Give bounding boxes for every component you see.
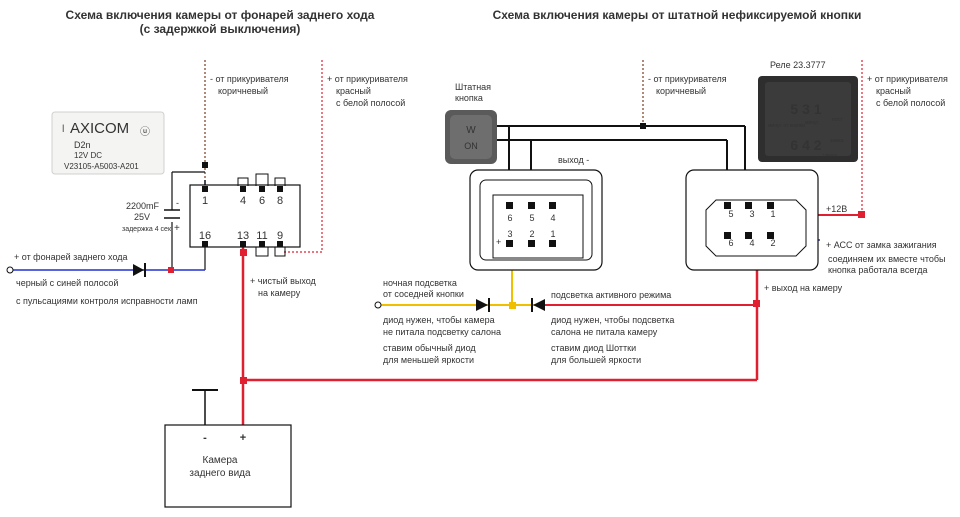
button-on-label: ON <box>464 141 478 151</box>
relay-minus: минус <box>805 120 819 126</box>
junction-dot <box>509 302 516 309</box>
capacitor-plus: + <box>174 223 180 234</box>
pin-4-label: 4 <box>240 195 246 207</box>
relay-23-3777-photo: 5 3 1 6 4 2 минус от кнопки минус пост з… <box>758 76 858 162</box>
camera-name-1: Камера <box>203 455 238 466</box>
conn2-pin-6: 6 <box>728 238 733 248</box>
relay-pin-labels: 1 4 6 8 16 13 11 9 <box>199 195 283 242</box>
pin-1-label: 1 <box>202 195 208 207</box>
relay-digits-bottom: 6 4 2 <box>790 137 821 153</box>
left-title-line2: (с задержкой выключения) <box>140 22 301 36</box>
diode1-line4: для меньшей яркости <box>383 355 474 365</box>
conn1-pin-2: 2 <box>529 229 534 239</box>
relay-digits-top: 5 3 1 <box>790 101 821 117</box>
night-light-1: ночная подсветка <box>383 278 457 288</box>
delay-relay <box>189 173 301 257</box>
relay-part-number: V23105-A5003-A201 <box>64 162 139 171</box>
pin-11-label: 11 <box>256 230 267 242</box>
acc-label: + АСС от замка зажигания <box>826 240 937 250</box>
join-label-1: соединяем их вместе чтобы <box>828 254 946 264</box>
join-label-2: кнопка работала всегда <box>828 265 928 275</box>
left-cig-red-1: + от прикуривателя <box>327 74 408 84</box>
conn2-pin-5: 5 <box>728 209 733 219</box>
relay-brand: AXICOM <box>70 120 129 137</box>
clean-output-1: + чистый выход <box>250 276 317 286</box>
stock-button-photo: W ON <box>445 110 497 164</box>
button-connector <box>469 169 603 271</box>
left-wires <box>12 60 757 425</box>
reverse-lights-label: + от фонарей заднего хода <box>14 252 128 262</box>
night-light-2: от соседней кнопки <box>383 289 464 299</box>
diode1-line1: диод нужен, чтобы камера <box>383 315 495 325</box>
relay-voltage: 12V DC <box>74 151 102 160</box>
diode1-line3: ставим обычный диод <box>383 343 476 353</box>
active-light-label: подсветка активного режима <box>551 290 671 300</box>
capacitor-value: 2200mF <box>126 201 160 211</box>
relay-model: D2n <box>74 140 91 150</box>
left-cig-red-3: с белой полосой <box>336 98 405 108</box>
button-w-label: W <box>466 125 476 136</box>
pin-13-label: 13 <box>237 230 249 242</box>
left-title-line1: Схема включения камеры от фонарей заднег… <box>66 8 375 22</box>
camera-plus: + <box>240 432 246 444</box>
relay-connector <box>685 169 819 271</box>
capacitor-delay: задержка 4 сек. <box>122 226 173 233</box>
cert-mark-icon: ⓤ <box>140 126 150 138</box>
reverse-diode-icon <box>133 263 146 277</box>
plus12-label: +12В <box>826 204 847 214</box>
button-caption-2: кнопка <box>455 93 483 103</box>
conn1-pin-3: 3 <box>507 229 512 239</box>
pin-6-label: 6 <box>259 195 265 207</box>
conn2-pin-3: 3 <box>749 209 754 219</box>
camera-name-2: заднего вида <box>189 468 251 479</box>
right-cig-red-2: красный <box>876 86 911 96</box>
diode2-line3: ставим диод Шоттки <box>551 343 636 353</box>
right-title: Схема включения камеры от штатной нефикс… <box>493 8 862 22</box>
relay-photo-title: Реле 23.3777 <box>770 60 826 70</box>
button-caption-1: Штатная <box>455 82 491 92</box>
diode1-line2: не питала подсветку салона <box>383 327 501 337</box>
conn2-pin-4: 4 <box>749 238 754 248</box>
reverse-input-terminal <box>6 266 14 274</box>
conn1-pin-1: 1 <box>550 229 555 239</box>
left-cig-brown-2: коричневый <box>218 86 268 96</box>
diode2-line2: салона не питала камеру <box>551 327 658 337</box>
left-cig-red-2: красный <box>336 86 371 96</box>
right-cig-brown-2: коричневый <box>656 86 706 96</box>
axicom-relay-photo: ꟾ AXICOM D2n 12V DC V23105-A5003-A201 ⓤ <box>51 111 165 175</box>
diode-normal-icon <box>476 298 490 312</box>
output-minus-label: выход - <box>558 155 589 165</box>
right-cig-brown-1: - от прикуривателя <box>648 74 727 84</box>
conn1-pin-6: 6 <box>507 213 512 223</box>
conn1-plus: + <box>496 237 501 247</box>
rear-camera-box: - + Камера заднего вида <box>164 424 292 508</box>
pin-8-label: 8 <box>277 195 283 207</box>
black-wire-label: черный с синей полосой <box>16 278 118 288</box>
diode2-line1: диод нужен, чтобы подсветка <box>551 315 674 325</box>
conn2-pin-1: 1 <box>770 209 775 219</box>
left-cig-brown-1: - от прикуривателя <box>210 74 289 84</box>
relay-minus-button: минус от кнопки <box>768 123 805 129</box>
conn1-pin-5: 5 <box>529 213 534 223</box>
right-cig-red-3: с белой полосой <box>876 98 945 108</box>
camera-minus: - <box>203 432 207 444</box>
pin-9-label: 9 <box>277 230 283 242</box>
axicom-logo-icon: ꟾ <box>62 123 64 134</box>
capacitor-minus: - <box>176 198 179 208</box>
relay-post: пост <box>832 117 843 123</box>
diode-schottky-icon <box>531 298 545 312</box>
capacitor-voltage: 25V <box>134 212 150 222</box>
conn2-pin-2: 2 <box>770 238 775 248</box>
conn1-pin-4: 4 <box>550 213 555 223</box>
right-cig-red-1: + от прикуривателя <box>867 74 948 84</box>
relay-zamok: замка <box>830 138 844 144</box>
diode2-line4: для большей яркости <box>551 355 641 365</box>
pin-16-label: 16 <box>199 230 211 242</box>
relay-plus-out: + выход <box>822 152 838 157</box>
pulsation-label: с пульсациями контроля исправности ламп <box>16 296 198 306</box>
clean-output-2: на камеру <box>258 288 301 298</box>
out-camera-label: + выход на камеру <box>764 283 843 293</box>
